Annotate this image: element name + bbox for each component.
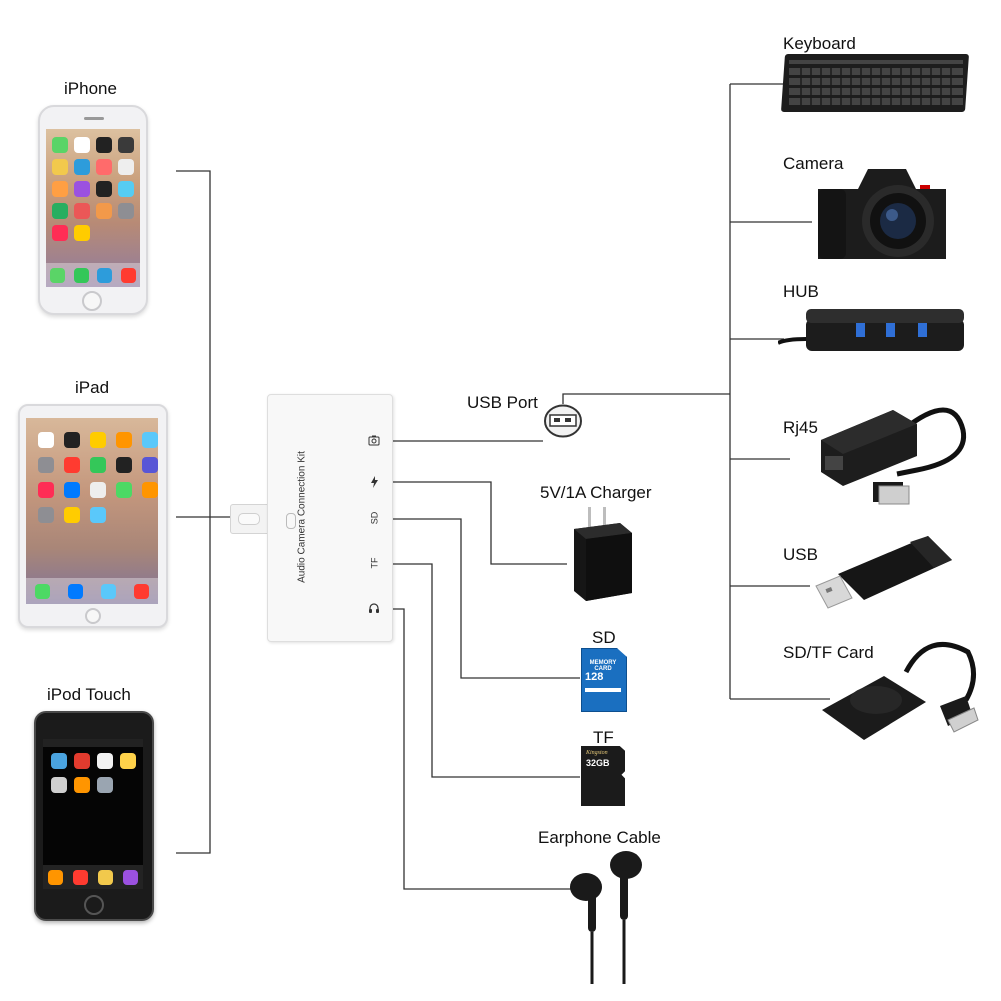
ipad-label: iPad — [75, 378, 110, 397]
sd-card-capacity: 128 — [585, 671, 604, 683]
charger-image — [574, 507, 632, 601]
rj45-label: Rj45 — [783, 418, 818, 437]
camera-label: Camera — [783, 154, 844, 173]
sd-card-image: MEMORY CARD 128 — [581, 648, 627, 712]
ipad-image — [18, 404, 168, 628]
tf-label: TF — [593, 728, 614, 747]
charger-label: 5V/1A Charger — [540, 483, 652, 502]
usb-port-to-bus-line — [562, 393, 730, 404]
tf-card-image: Kingston 32GB — [581, 746, 627, 808]
adapter-body — [267, 394, 393, 642]
sd-card-top-text: MEMORY CARD — [589, 660, 617, 672]
camera-icon — [368, 435, 380, 446]
port-sd-label: SD — [369, 511, 380, 525]
adapter-kit-label: Audio Camera Connection Kit — [296, 451, 308, 583]
charger-line — [389, 481, 567, 565]
port-tf-label: TF — [369, 557, 380, 569]
lightning-connector — [230, 500, 270, 536]
lightning-icon — [371, 476, 378, 488]
tf-card-brand: Kingston — [586, 750, 608, 756]
earphone-image — [570, 851, 642, 984]
tf-line — [389, 563, 580, 778]
keyboard-image — [780, 54, 970, 114]
earphone-label: Earphone Cable — [538, 828, 661, 847]
sd-label: SD — [592, 628, 616, 647]
left-bracket-line — [176, 170, 211, 854]
hub-image — [778, 309, 964, 351]
ipod-touch-image — [34, 711, 154, 921]
rj45-adapter-image — [821, 407, 967, 505]
ipod-touch-label: iPod Touch — [47, 685, 131, 704]
tf-card-capacity: 32GB — [586, 758, 610, 768]
usb-stick-image — [815, 536, 952, 609]
camera-image — [818, 169, 946, 259]
usb-label: USB — [783, 545, 818, 564]
headphone-icon — [369, 603, 379, 613]
sd-tf-reader-image — [822, 642, 979, 740]
iphone-image — [38, 105, 148, 315]
earphone-line — [389, 608, 575, 890]
hub-label: HUB — [783, 282, 819, 301]
sd-tf-card-label: SD/TF Card — [783, 643, 874, 662]
keyboard-label: Keyboard — [783, 34, 856, 53]
usb-port-label: USB Port — [467, 393, 538, 412]
usb-port-icon — [544, 404, 582, 438]
iphone-label: iPhone — [64, 79, 117, 98]
sd-line — [389, 518, 580, 679]
